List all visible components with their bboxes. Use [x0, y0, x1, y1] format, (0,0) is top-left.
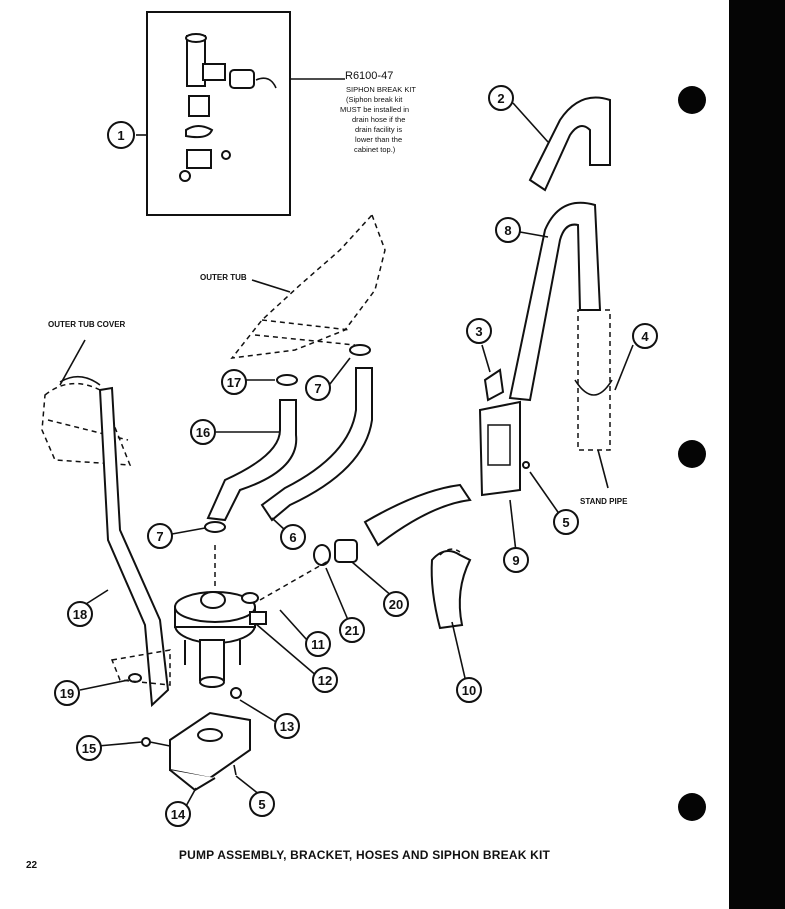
hose-bracket-9 — [478, 400, 521, 497]
outer-tub-label: OUTER TUB — [200, 273, 247, 282]
callout-1: 1 — [107, 121, 135, 149]
svg-text:13: 13 — [280, 719, 294, 734]
callout-20: 20 — [383, 591, 409, 617]
lower-drain-hose-20 — [363, 483, 472, 547]
callout-15: 15 — [76, 735, 102, 761]
elbow-hose-2 — [528, 96, 611, 192]
outer-tub-cover-outline — [41, 375, 132, 466]
svg-text:20: 20 — [389, 597, 403, 612]
callout-21: 21 — [339, 617, 365, 643]
svg-text:9: 9 — [512, 553, 519, 568]
outer-tub-cover-label: OUTER TUB COVER — [48, 320, 126, 329]
pump-bracket-14 — [169, 711, 251, 792]
svg-text:12: 12 — [318, 673, 332, 688]
punch-hole-middle — [678, 440, 706, 468]
hose-18 — [98, 386, 170, 708]
drain-hose-8 — [508, 201, 602, 402]
callout-11: 11 — [305, 631, 331, 657]
callout-3: 3 — [466, 318, 492, 344]
diagram-title: PUMP ASSEMBLY, BRACKET, HOSES AND SIPHON… — [178, 848, 551, 862]
svg-text:1: 1 — [117, 128, 124, 143]
svg-text:7: 7 — [156, 529, 163, 544]
stand-pipe-label: STAND PIPE — [580, 497, 628, 506]
svg-text:8: 8 — [504, 223, 511, 238]
kit-note-line-7: cabinet top.) — [354, 145, 396, 154]
kit-note-line-2: (Siphon break kit — [346, 95, 403, 104]
svg-text:2: 2 — [497, 91, 504, 106]
callout-7: 7 — [305, 375, 331, 401]
callout-12: 12 — [312, 667, 338, 693]
siphon-break-kit-box — [146, 11, 291, 216]
outer-tub-outline — [230, 213, 386, 359]
callout-7-lower: 7 — [147, 523, 173, 549]
kit-part-number: R6100-47 — [345, 70, 393, 82]
kit-note-line-1: SIPHON BREAK KIT — [346, 85, 416, 94]
hose-6 — [260, 367, 373, 522]
svg-text:18: 18 — [73, 607, 87, 622]
punch-hole-bottom — [678, 793, 706, 821]
svg-text:17: 17 — [227, 375, 241, 390]
callout-16: 16 — [190, 419, 216, 445]
page-binding-edge — [729, 0, 785, 909]
hose-bracket-10 — [430, 550, 472, 630]
callout-9: 9 — [503, 547, 529, 573]
callout-14: 14 — [165, 801, 191, 827]
page-number: 22 — [26, 860, 38, 871]
kit-note-line-5: drain facility is — [355, 125, 402, 134]
svg-text:4: 4 — [641, 329, 649, 344]
svg-text:7: 7 — [314, 381, 321, 396]
svg-text:15: 15 — [82, 741, 96, 756]
stand-pipe-outline — [577, 309, 611, 451]
callout-10: 10 — [456, 677, 482, 703]
pump-assembly-12 — [174, 591, 267, 688]
svg-text:14: 14 — [171, 807, 186, 822]
punch-hole-top — [678, 86, 706, 114]
svg-text:19: 19 — [60, 686, 74, 701]
callout-4: 4 — [632, 323, 658, 349]
svg-text:11: 11 — [311, 637, 325, 652]
kit-note-line-3: MUST be installed in — [340, 105, 409, 114]
callout-18: 18 — [67, 601, 93, 627]
kit-note-line-4: drain hose if the — [352, 115, 405, 124]
callout-17: 17 — [221, 369, 247, 395]
callout-5: 5 — [553, 509, 579, 535]
callout-8: 8 — [495, 217, 521, 243]
callout-13: 13 — [274, 713, 300, 739]
svg-text:5: 5 — [258, 797, 265, 812]
svg-text:10: 10 — [462, 683, 476, 698]
svg-text:5: 5 — [562, 515, 569, 530]
kit-note-line-6: lower than the — [355, 135, 402, 144]
hose-16 — [206, 399, 298, 522]
svg-text:16: 16 — [196, 425, 210, 440]
callout-2: 2 — [488, 85, 514, 111]
callout-19: 19 — [54, 680, 80, 706]
callout-5-lower: 5 — [249, 791, 275, 817]
callout-6: 6 — [280, 524, 306, 550]
svg-text:6: 6 — [289, 530, 296, 545]
svg-text:3: 3 — [475, 324, 482, 339]
svg-text:21: 21 — [345, 623, 359, 638]
